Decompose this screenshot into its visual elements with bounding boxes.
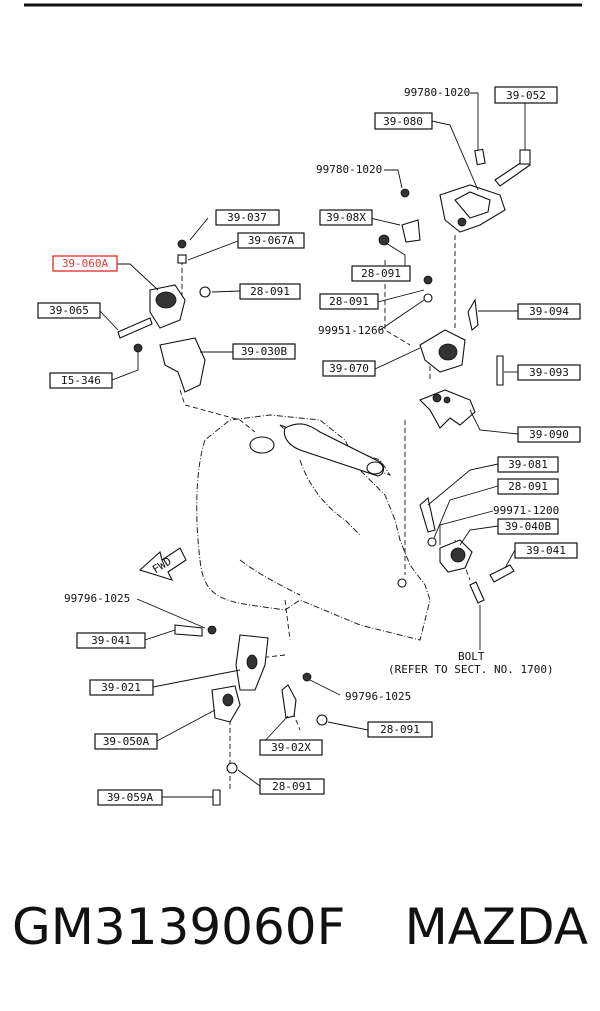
part-side-mount [419, 496, 515, 604]
label-39-090[interactable]: 39-090 [517, 426, 581, 443]
leader-lines [99, 92, 526, 798]
svg-text:39-021: 39-021 [101, 681, 141, 694]
svg-text:28-091: 28-091 [380, 723, 420, 736]
callout-99780-1020-b: 99780-1020 [316, 163, 382, 176]
assembly-lines [179, 235, 471, 790]
engine-block [196, 414, 431, 641]
label-39-037[interactable]: 39-037 [215, 209, 280, 226]
caption: GM3139060F MAZDA [0, 898, 600, 978]
label-39-052[interactable]: 39-052 [494, 86, 558, 104]
label-39-094[interactable]: 39-094 [517, 303, 581, 320]
label-39-065[interactable]: 39-065 [37, 302, 101, 319]
svg-text:39-060A: 39-060A [62, 257, 109, 270]
svg-text:28-091: 28-091 [250, 285, 290, 298]
label-39-059A[interactable]: 39-059A [97, 789, 163, 806]
callouts: 99780-1020 99780-1020 99951-1266 99971-1… [64, 86, 559, 703]
label-39-067A[interactable]: 39-067A [237, 232, 305, 249]
callout-99796-1025-a: 99796-1025 [64, 592, 130, 605]
label-15-346[interactable]: I5-346 [49, 372, 113, 389]
svg-text:28-091: 28-091 [508, 480, 548, 493]
svg-text:39-080: 39-080 [383, 115, 423, 128]
svg-text:39-08X: 39-08X [326, 211, 366, 224]
svg-text:39-030B: 39-030B [241, 345, 288, 358]
svg-text:39-081: 39-081 [508, 458, 548, 471]
callout-99951-1266: 99951-1266 [318, 324, 384, 337]
svg-text:28-091: 28-091 [329, 295, 369, 308]
svg-text:39-041: 39-041 [91, 634, 131, 647]
svg-text:39-02X: 39-02X [271, 741, 311, 754]
make-name: MAZDA [404, 898, 588, 956]
parts-diagram: FWD [24, 3, 582, 806]
part-lower-bracket [174, 624, 328, 806]
part-labels: 39-052 39-080 39-037 39-08X 39-067A 39-0… [37, 86, 581, 806]
svg-text:39-037: 39-037 [227, 211, 267, 224]
label-39-070[interactable]: 39-070 [322, 360, 376, 377]
label-28-091-a[interactable]: 28-091 [351, 265, 411, 282]
part-rear-mount [419, 275, 504, 429]
callout-99971-1200: 99971-1200 [493, 504, 559, 517]
svg-text:39-067A: 39-067A [248, 234, 295, 247]
label-39-02X[interactable]: 39-02X [259, 739, 323, 756]
svg-text:39-090: 39-090 [529, 428, 569, 441]
label-39-050A[interactable]: 39-050A [94, 733, 158, 750]
label-28-091-d[interactable]: 28-091 [497, 478, 559, 495]
svg-text:39-052: 39-052 [506, 89, 546, 102]
svg-text:39-041: 39-041 [526, 544, 566, 557]
label-39-041-b[interactable]: 39-041 [76, 632, 146, 649]
label-39-030B[interactable]: 39-030B [232, 343, 296, 360]
svg-text:39-070: 39-070 [329, 362, 369, 375]
fwd-arrow: FWD [138, 547, 187, 581]
label-28-091-c[interactable]: 28-091 [319, 293, 379, 310]
part-rear-mount-upper [378, 148, 531, 246]
bolt-note-line1: BOLT [458, 650, 485, 663]
label-28-091-e[interactable]: 28-091 [367, 721, 433, 738]
label-39-021[interactable]: 39-021 [89, 679, 154, 696]
label-39-060A[interactable]: 39-060A [52, 255, 118, 272]
part-number: GM3139060F [12, 898, 346, 956]
svg-text:28-091: 28-091 [272, 780, 312, 793]
label-39-080[interactable]: 39-080 [374, 112, 433, 130]
callout-99780-1020-a: 99780-1020 [404, 86, 470, 99]
svg-text:39-050A: 39-050A [103, 735, 150, 748]
svg-text:39-040B: 39-040B [505, 520, 552, 533]
label-39-081[interactable]: 39-081 [497, 456, 559, 473]
label-28-091-f[interactable]: 28-091 [259, 778, 325, 795]
callout-99796-1025-b: 99796-1025 [345, 690, 411, 703]
svg-text:28-091: 28-091 [361, 267, 401, 280]
label-39-093[interactable]: 39-093 [517, 364, 581, 381]
label-39-040B[interactable]: 39-040B [497, 518, 559, 535]
svg-text:39-093: 39-093 [529, 366, 569, 379]
svg-text:I5-346: I5-346 [61, 374, 101, 387]
label-39-08X[interactable]: 39-08X [319, 209, 373, 226]
label-39-041-a[interactable]: 39-041 [514, 542, 578, 559]
label-28-091-b[interactable]: 28-091 [239, 283, 301, 300]
part-front-mount [117, 239, 211, 393]
svg-text:39-065: 39-065 [49, 304, 89, 317]
bolt-note-line2: (REFER TO SECT. NO. 1700) [388, 663, 554, 676]
svg-text:39-094: 39-094 [529, 305, 569, 318]
svg-text:39-059A: 39-059A [107, 791, 154, 804]
